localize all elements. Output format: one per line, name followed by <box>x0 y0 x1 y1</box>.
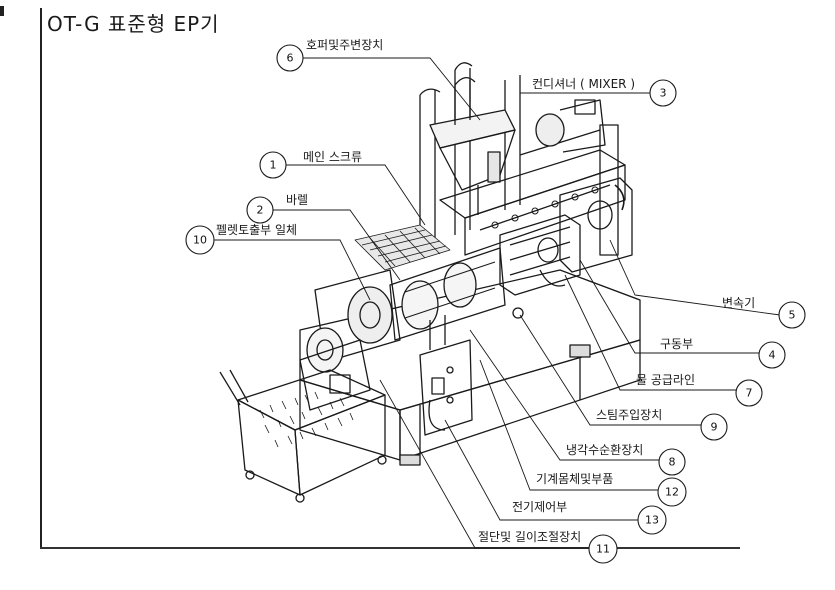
barrel-screw <box>389 247 506 341</box>
callout-circle-13 <box>637 505 667 535</box>
label-electric-control: 전기제어부 <box>512 500 568 514</box>
collection-cart <box>219 369 387 503</box>
label-drive-unit: 구동부 <box>660 337 694 351</box>
callout-circle-8 <box>658 448 686 476</box>
machine-base <box>299 269 641 466</box>
callout-number-10: 10 <box>193 234 207 247</box>
callout-number-8: 8 <box>669 456 676 469</box>
callout-number-11: 11 <box>596 543 610 556</box>
frame-bottom-border <box>40 547 740 549</box>
callout-number-13: 13 <box>645 514 659 527</box>
callout-number-7: 7 <box>746 387 753 400</box>
callout-circle-10 <box>185 225 215 255</box>
callout-circle-3 <box>649 79 677 107</box>
leader-lines <box>205 57 781 549</box>
callout-circle-5 <box>778 301 806 329</box>
callout-number-4: 4 <box>769 349 776 362</box>
pellet-discharge <box>306 269 401 373</box>
label-water-supply: 물 공급라인 <box>636 373 696 387</box>
label-barrel: 바렐 <box>286 193 309 207</box>
label-machine-body: 기계몸체및부품 <box>536 472 614 486</box>
frame-left-border <box>40 8 42 548</box>
callout-circle-1 <box>259 151 287 179</box>
diagram-title: OT-G 표준형 EP기 <box>47 12 220 36</box>
callout-circle-4 <box>758 341 786 369</box>
callout-circle-6 <box>276 44 304 72</box>
callout-number-6: 6 <box>287 52 294 65</box>
callout-circle-2 <box>246 196 274 224</box>
mixer-motor <box>535 99 606 153</box>
control-box <box>419 339 473 436</box>
drive-unit <box>499 214 581 296</box>
label-conditioner: 컨디셔너 ( MIXER ) <box>532 77 636 91</box>
callout-number-5: 5 <box>789 309 796 322</box>
callout-circle-12 <box>657 477 687 507</box>
callout-number-1: 1 <box>270 159 277 172</box>
callout-circle-11 <box>588 534 618 564</box>
callout-number-3: 3 <box>660 87 667 100</box>
piping <box>429 269 566 350</box>
callout-number-9: 9 <box>711 421 718 434</box>
label-pellet-discharge: 펠렛토출부 일체 <box>216 223 298 237</box>
label-cutting-length: 절단및 길이조절장치 <box>478 530 582 544</box>
corner-mark <box>0 6 4 16</box>
transmission <box>559 177 633 273</box>
label-main-screw: 메인 스크류 <box>303 150 363 164</box>
mesh-guard <box>354 224 451 271</box>
label-hopper: 호퍼및주변장치 <box>306 38 384 52</box>
label-steam-injection: 스팀주입장치 <box>596 408 663 422</box>
hopper <box>429 62 516 215</box>
label-cooling-water: 냉각수순환장치 <box>566 443 644 457</box>
callout-circle-9 <box>700 413 728 441</box>
callout-circle-7 <box>735 379 763 407</box>
conditioner-mixer <box>439 124 626 256</box>
callout-number-12: 12 <box>665 486 679 499</box>
label-transmission: 변속기 <box>722 296 756 310</box>
callout-number-2: 2 <box>257 204 264 217</box>
